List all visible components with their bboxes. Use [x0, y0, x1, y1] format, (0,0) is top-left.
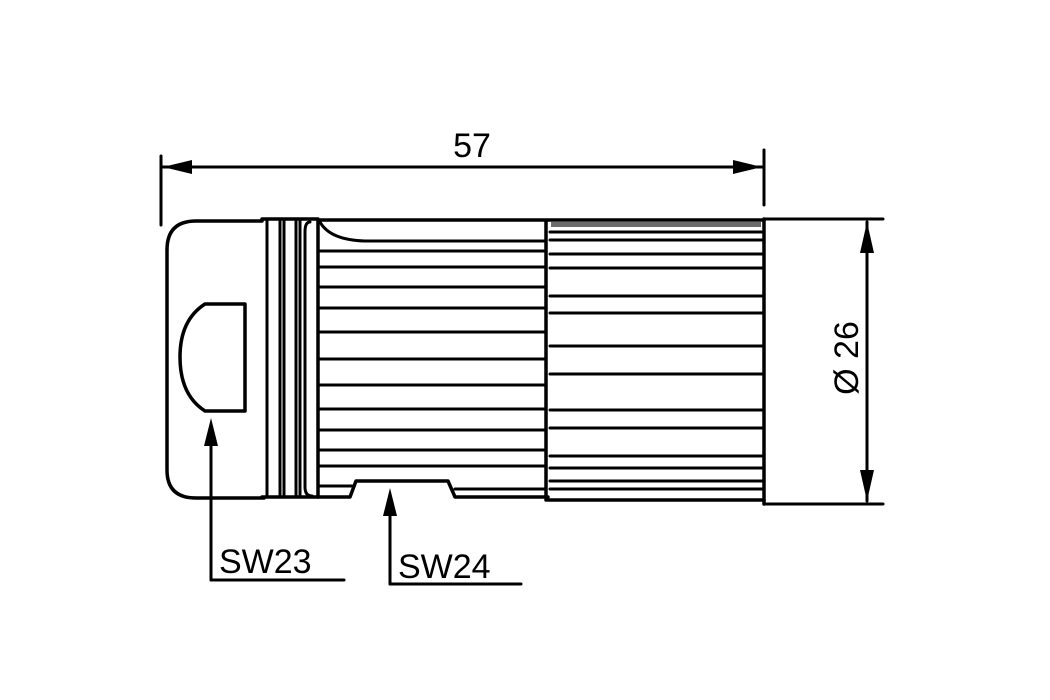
- shaded-band: [551, 222, 761, 227]
- arrow-up-icon: [383, 488, 397, 516]
- arrow-up-icon: [860, 222, 874, 253]
- connector-cap: [165, 219, 266, 500]
- body-flat: [316, 479, 550, 499]
- cap-window: [178, 302, 247, 413]
- arrow-right-icon: [733, 160, 762, 174]
- arrow-down-icon: [860, 470, 874, 501]
- length-dimension: [159, 148, 766, 227]
- grooved-rings: [260, 217, 320, 499]
- callout-sw24: [383, 488, 523, 586]
- callout-label-sw23: SW23: [219, 543, 312, 581]
- callout-label-sw24: SW24: [398, 548, 491, 586]
- length-label: 57: [453, 127, 491, 165]
- callout-sw23: [204, 418, 346, 582]
- connector-body-right: [546, 217, 766, 506]
- diameter-label: Ø 26: [828, 321, 866, 395]
- arrow-left-icon: [163, 160, 192, 174]
- connector-body-middle: [316, 218, 766, 502]
- arrow-up-icon: [204, 418, 218, 446]
- diameter-dimension: [762, 217, 885, 506]
